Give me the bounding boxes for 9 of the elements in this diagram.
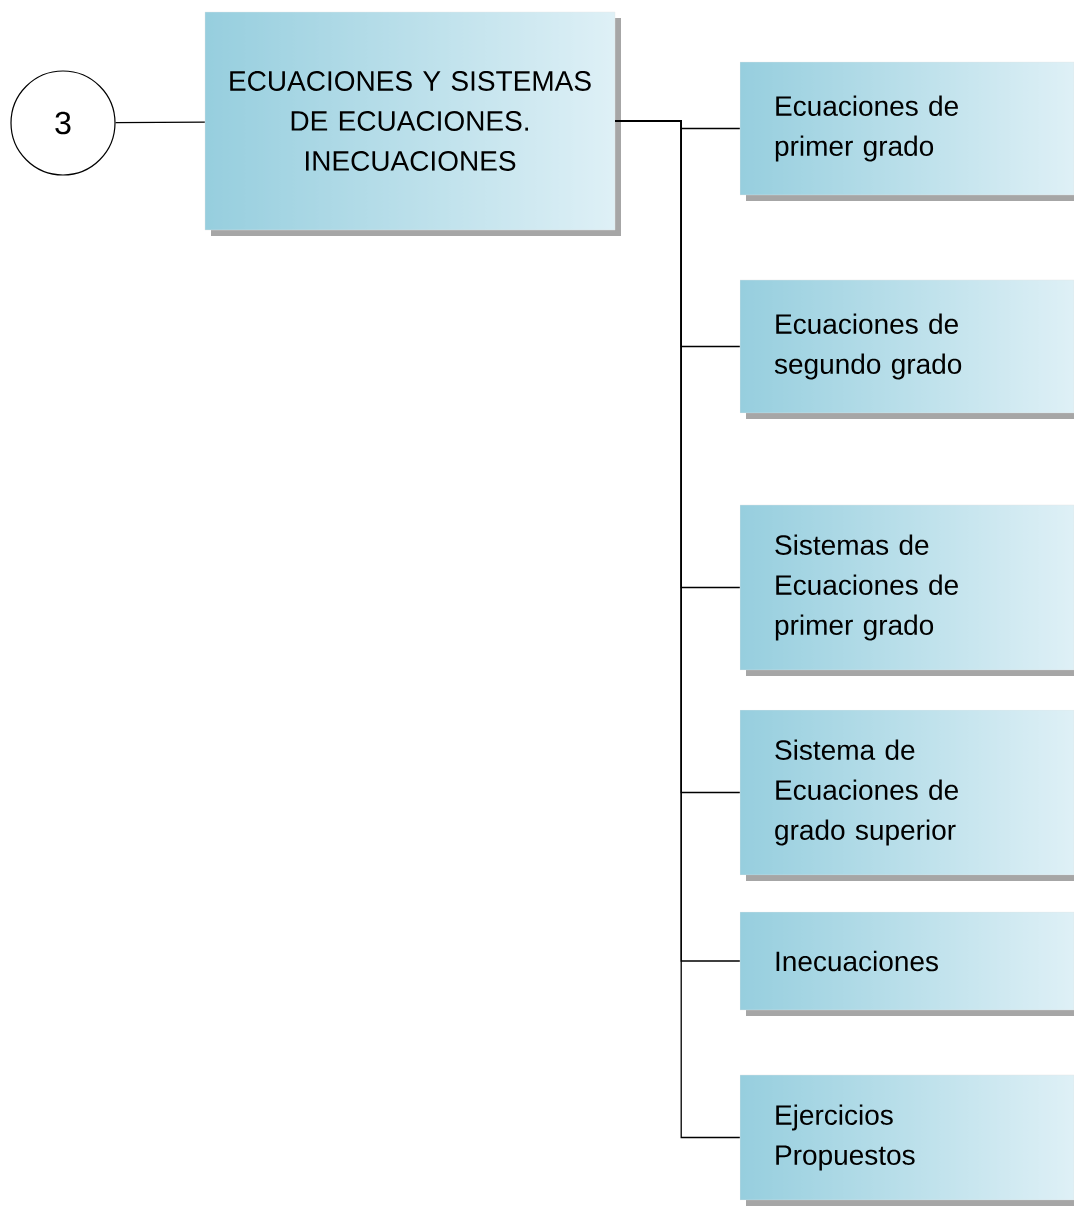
topic-box: Sistemas de Ecuaciones de primer grado	[739, 504, 1074, 676]
connector-line	[614, 120, 741, 1139]
topic-box: Ejercicios Propuestos	[739, 1074, 1074, 1206]
connector-line	[114, 121, 206, 124]
title-box: ECUACIONES Y SISTEMAS DE ECUACIONES. INECUACIONES	[204, 11, 621, 236]
topic-box: Sistema de Ecuaciones de grado superior	[739, 709, 1074, 881]
topic-box: Inecuaciones	[739, 911, 1074, 1016]
topic-box: Ecuaciones de primer grado	[739, 61, 1074, 201]
topic-box: Ecuaciones de segundo grado	[739, 279, 1074, 419]
